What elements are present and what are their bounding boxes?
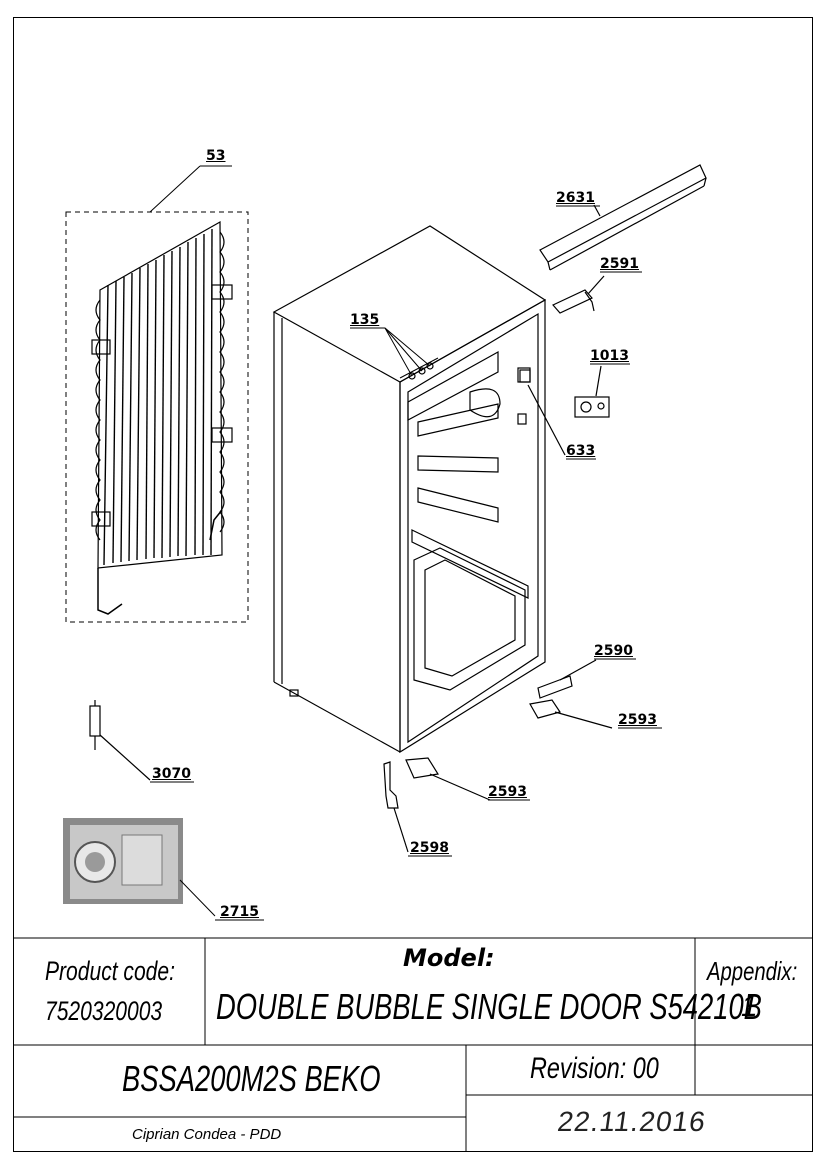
part-code: BSSA200M2S BEKO [122, 1058, 381, 1099]
author: Ciprian Condea - PDD [132, 1126, 282, 1143]
callout-2631: 2631 [556, 190, 595, 206]
adjustable-foot-part [405, 699, 613, 801]
callout-53: 53 [206, 148, 226, 164]
appendix-label: Appendix: [707, 956, 798, 986]
thermostat-part [574, 365, 610, 418]
condenser-part [65, 165, 249, 623]
callout-2715: 2715 [220, 904, 259, 920]
callout-2593-left: 2593 [488, 784, 527, 800]
hinge-pin-part [383, 761, 409, 853]
refrigerator-cabinet [272, 225, 547, 754]
callout-135: 135 [350, 312, 380, 328]
revision: Revision: 00 [530, 1052, 659, 1085]
model-label: Model: [403, 944, 495, 972]
top-hinge-cover-part [539, 164, 707, 271]
product-code-label: Product code: [45, 956, 175, 986]
lamp-holder-part [519, 369, 566, 456]
date: 22.11.2016 [555, 1106, 709, 1137]
accessory-bag-photo [63, 818, 216, 917]
callout-2598: 2598 [410, 840, 449, 856]
callout-1013: 1013 [590, 348, 629, 364]
product-code-value: 7520320003 [45, 996, 163, 1026]
callout-3070: 3070 [152, 766, 191, 782]
drawing-frame [13, 17, 813, 1152]
filter-drier-part [89, 700, 151, 781]
upper-hinge-part [552, 275, 605, 314]
callout-2593-right: 2593 [618, 712, 657, 728]
appendix-value: 1 [741, 990, 758, 1023]
bottom-hinge-part [537, 659, 597, 699]
callout-2590: 2590 [594, 643, 633, 659]
callout-2591: 2591 [600, 256, 639, 272]
callout-633: 633 [566, 443, 596, 459]
model-value: DOUBLE BUBBLE SINGLE DOOR S54210B [216, 986, 762, 1027]
